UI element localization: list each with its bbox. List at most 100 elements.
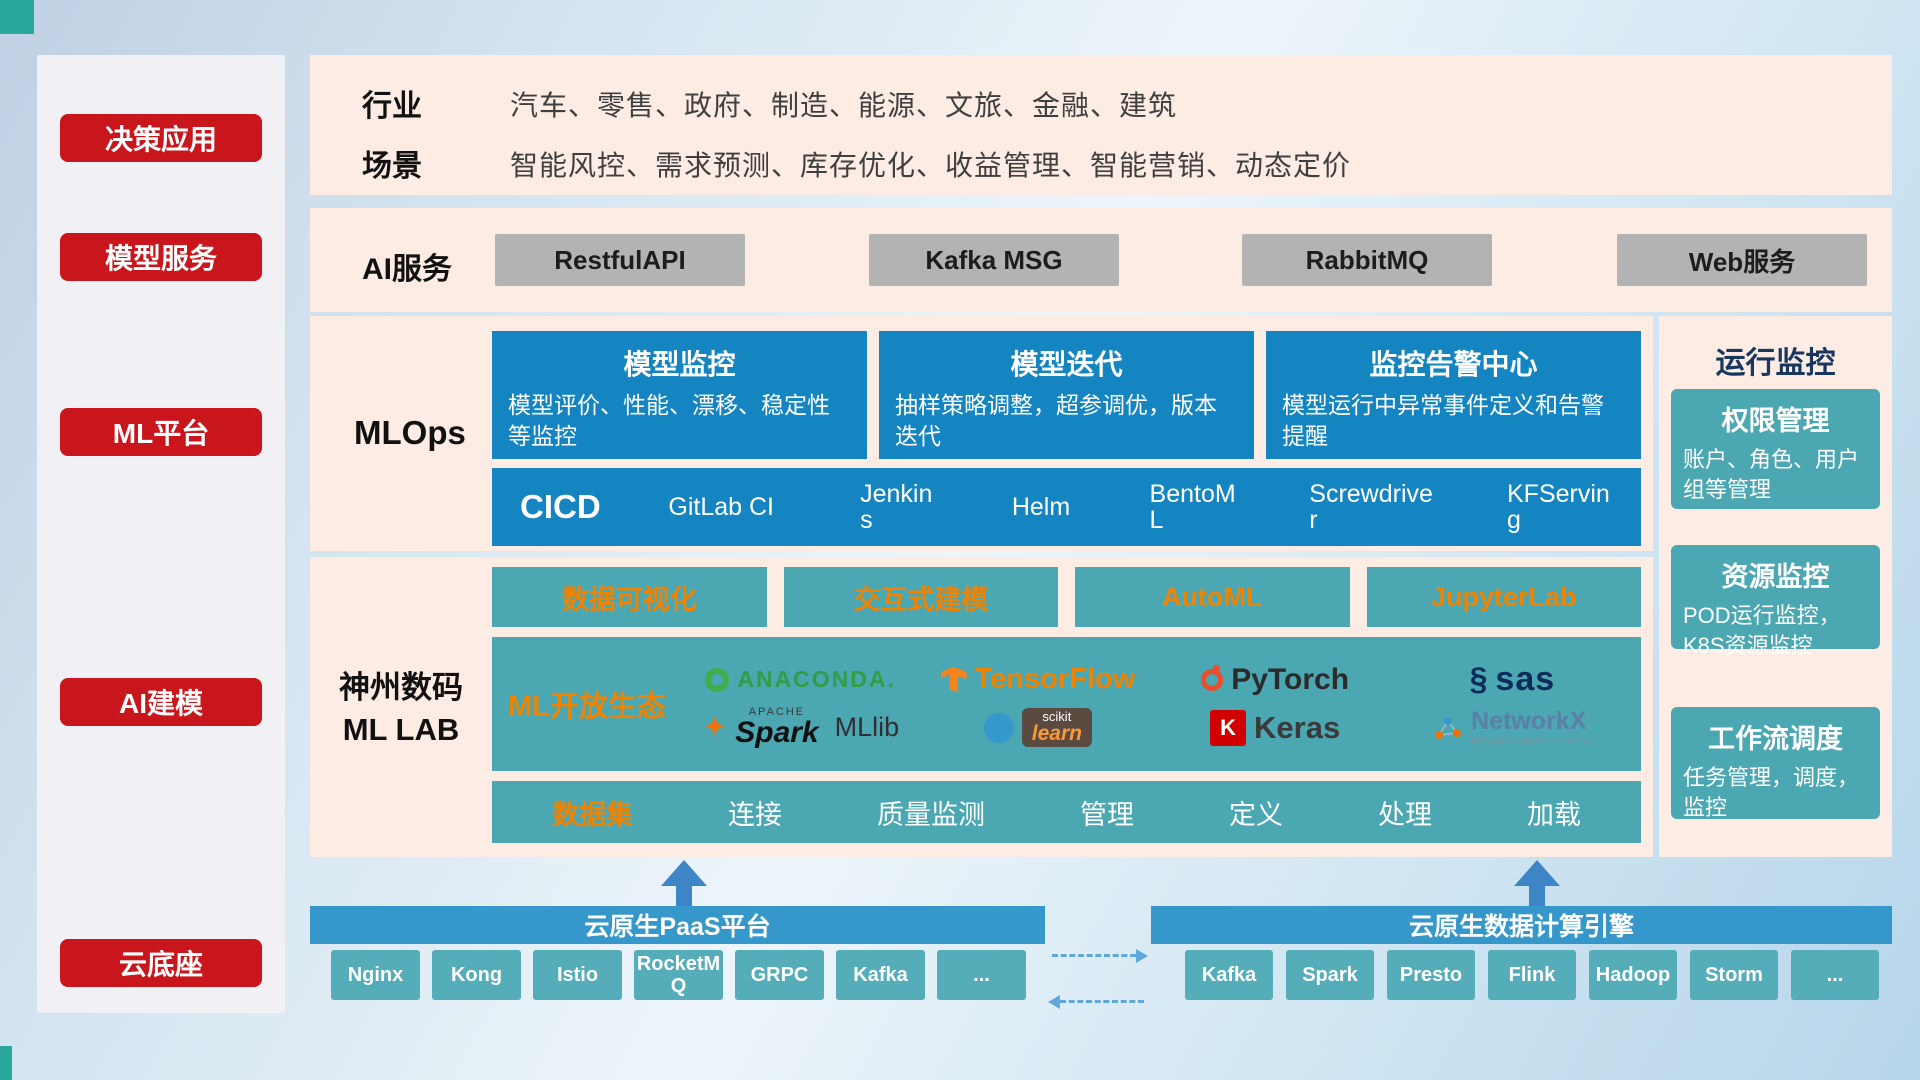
engine-kafka: Kafka [1185, 950, 1273, 1000]
card-desc: 抽样策略调整，超参调优，版本迭代 [895, 392, 1217, 450]
dashed-arrow-right-icon [1052, 949, 1148, 963]
sas-wordmark: sas [1495, 660, 1556, 698]
paas-header: 云原生PaaS平台 [310, 906, 1045, 944]
learn-label: learn [1031, 722, 1082, 746]
industry-list: 汽车、零售、政府、制造、能源、文旅、金融、建筑 [510, 90, 1178, 121]
apache-label: APACHE [748, 706, 806, 718]
scikit-label: scikit [1042, 708, 1072, 724]
card-title: 模型监控 [623, 349, 736, 380]
card-desc: POD运行监控，K8S资源监控 [1683, 603, 1841, 658]
card-workflow-scheduling: 工作流调度 任务管理，调度，监控 [1671, 707, 1880, 820]
mllab-label: 神州数码 ML LAB [310, 667, 492, 751]
sas-logo: § sas [1394, 660, 1631, 699]
corner-accent-bottom-left [0, 1046, 12, 1080]
rail-item-cloud-base: 云底座 [60, 939, 262, 987]
engine-presto: Presto [1387, 950, 1475, 1000]
arrow-up-paas-icon [661, 860, 707, 906]
scenario-label: 场景 [362, 150, 422, 183]
card-resource-monitoring: 资源监控 POD运行监控，K8S资源监控 [1671, 545, 1880, 658]
sas-swirl-icon: § [1469, 661, 1488, 697]
rail-item-decision-apps: 决策应用 [60, 114, 262, 162]
engine-storm: Storm [1690, 950, 1778, 1000]
data-engine-components: Kafka Spark Presto Flink Hadoop Storm ..… [1185, 950, 1892, 1000]
mllab-label-line2: ML LAB [342, 711, 460, 747]
engine-more: ... [1791, 950, 1879, 1000]
feature-automl: AutoML [1075, 567, 1350, 627]
engine-flink: Flink [1488, 950, 1576, 1000]
service-rabbitmq: RabbitMQ [1242, 234, 1492, 286]
run-monitoring-panel: 运行监控 权限管理 账户、角色、用户组等管理 资源监控 POD运行监控，K8S资… [1659, 316, 1892, 857]
ml-ecosystem-label: ML开放生态 [508, 691, 666, 723]
card-model-monitoring: 模型监控 模型评价、性能、漂移、稳定性等监控 [492, 331, 867, 459]
cicd-label: CICD [520, 488, 601, 525]
pytorch-icon [1201, 664, 1224, 691]
networkx-wordmark: NetworkX Network Analysis in Python [1471, 708, 1592, 747]
dataset-label: 数据集 [552, 799, 633, 830]
mllab-label-line1: 神州数码 [339, 670, 463, 705]
card-desc: 任务管理，调度，监控 [1683, 765, 1860, 820]
engine-hadoop: Hadoop [1589, 950, 1677, 1000]
mlops-cards: 模型监控 模型评价、性能、漂移、稳定性等监控 模型迭代 抽样策略调整，超参调优，… [492, 331, 1641, 459]
keras-icon: K [1210, 709, 1247, 746]
card-desc: 模型运行中异常事件定义和告警提醒 [1282, 392, 1604, 450]
networkx-icon [1435, 716, 1462, 739]
spark-label: Spark [735, 716, 819, 749]
tensorflow-wordmark: TensorFlow [974, 663, 1136, 695]
spark-star-icon: ✦ [702, 711, 728, 744]
mlops-panel: MLOps 模型监控 模型评价、性能、漂移、稳定性等监控 模型迭代 抽样策略调整… [310, 316, 1653, 551]
paas-istio: Istio [533, 950, 622, 1000]
feature-jupyterlab: JupyterLab [1366, 567, 1641, 627]
pytorch-logo: PyTorch [1157, 663, 1394, 697]
cicd-bar: CICD GitLab CI Jenkins Helm BentoML Scre… [492, 468, 1641, 546]
tensorflow-logo: TensorFlow [919, 663, 1156, 696]
networkx-label: NetworkX [1471, 707, 1587, 736]
rail-item-ml-platform: ML平台 [60, 408, 262, 456]
tool-bentoml: BentoML [1149, 479, 1236, 534]
arrow-up-data-engine-icon [1514, 860, 1560, 906]
dataset-process: 处理 [1378, 799, 1432, 830]
tool-jenkins: Jenkins [860, 479, 933, 534]
anaconda-logo: ANACONDA. [682, 666, 919, 693]
paas-grpc: GRPC [735, 950, 824, 1000]
data-engine-header: 云原生数据计算引擎 [1151, 906, 1892, 944]
tool-helm: Helm [1011, 492, 1071, 521]
tool-gitlab-ci: GitLab CI [668, 492, 774, 521]
dataset-row: 数据集 连接 质量监测 管理 定义 处理 加载 [492, 781, 1641, 843]
tensorflow-icon [940, 666, 967, 693]
paas-components: Nginx Kong Istio RocketMQ GRPC Kafka ... [331, 950, 1045, 1000]
card-permission-mgmt: 权限管理 账户、角色、用户组等管理 [1671, 389, 1880, 509]
feature-data-visualization: 数据可视化 [492, 567, 767, 627]
scenario-list: 智能风控、需求预测、库存优化、收益管理、智能营销、动态定价 [510, 150, 1352, 181]
card-desc: 模型评价、性能、漂移、稳定性等监控 [508, 392, 830, 450]
scikit-learn-icon [983, 712, 1014, 743]
spark-wordmark: APACHE Spark [735, 707, 818, 748]
mllab-feature-row: 数据可视化 交互式建模 AutoML JupyterLab [492, 567, 1641, 627]
dataset-quality: 质量监测 [877, 799, 985, 830]
dataset-connect: 连接 [728, 799, 782, 830]
rail-item-ai-modeling: AI建模 [60, 678, 262, 726]
ai-service-label: AI服务 [362, 253, 452, 286]
tool-kfserving: KFServing [1506, 479, 1610, 534]
paas-more: ... [937, 950, 1026, 1000]
anaconda-icon [705, 667, 730, 692]
service-restfulapi: RestfulAPI [495, 234, 745, 286]
spark-mllib-logo: ✦ APACHE Spark MLlib [682, 707, 919, 748]
dataset-load: 加载 [1527, 799, 1581, 830]
scikit-learn-wordmark: scikit learn [1021, 707, 1092, 748]
anaconda-wordmark: ANACONDA. [737, 666, 896, 692]
card-title: 监控告警中心 [1369, 349, 1538, 380]
pytorch-wordmark: PyTorch [1231, 662, 1350, 696]
ai-service-panel: AI服务 RestfulAPI Kafka MSG RabbitMQ Web服务 [310, 208, 1892, 312]
card-title: 工作流调度 [1708, 724, 1843, 754]
engine-spark: Spark [1286, 950, 1374, 1000]
mlops-label: MLOps [354, 414, 466, 451]
card-title: 模型迭代 [1010, 349, 1123, 380]
keras-logo: K Keras [1157, 709, 1394, 746]
paas-nginx: Nginx [331, 950, 420, 1000]
industry-scenario-panel: 行业 汽车、零售、政府、制造、能源、文旅、金融、建筑 场景 智能风控、需求预测、… [310, 55, 1892, 195]
card-title: 权限管理 [1721, 406, 1830, 436]
tool-screwdriver: Screwdriver [1309, 479, 1433, 534]
feature-interactive-modeling: 交互式建模 [783, 567, 1058, 627]
keras-wordmark: Keras [1254, 709, 1341, 745]
